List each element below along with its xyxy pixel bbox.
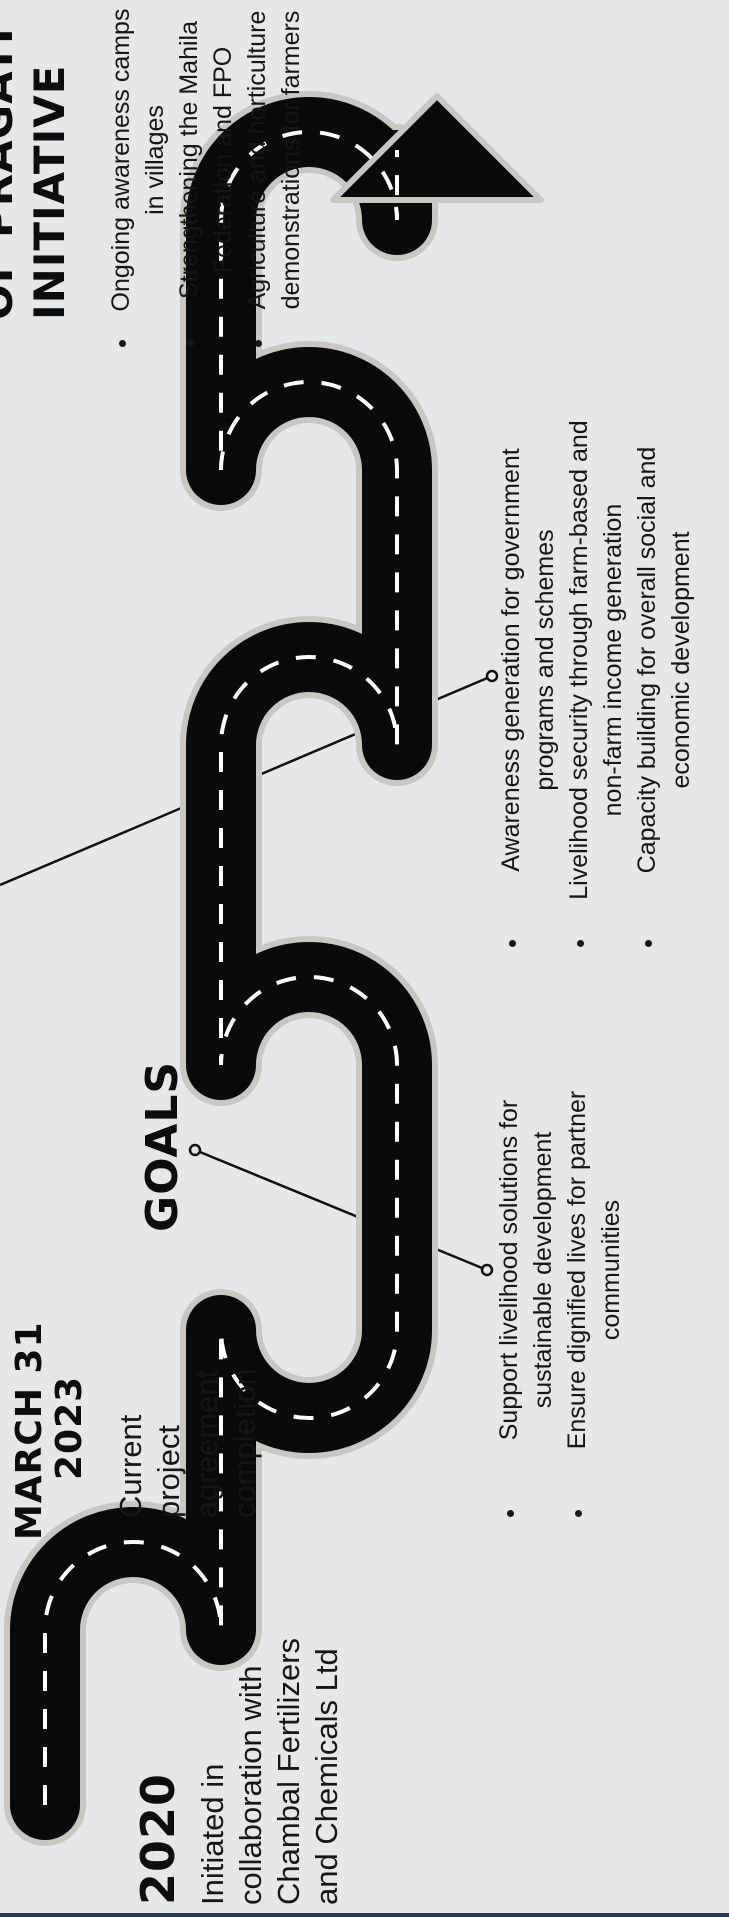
milestone-march-title-1: MARCH 31 xyxy=(10,1300,50,1540)
bottom-accent-bar xyxy=(0,1913,729,1917)
initiative-title-2: INITIATIVE xyxy=(24,0,76,320)
goals-callout-dot-1 xyxy=(190,1145,200,1155)
initiative-bullets-list: Ongoing awareness camps in villages Stre… xyxy=(104,0,308,360)
initiative-bullets: Ongoing awareness camps in villages Stre… xyxy=(104,0,308,360)
goals-callout-line-1 xyxy=(195,1150,487,1270)
goals-bullet-a-2: Ensure dignified lives for partner commu… xyxy=(560,1050,628,1496)
goals-bullets-a: Support livelihood solutions for sustain… xyxy=(492,1050,628,1530)
milestone-march-2023: MARCH 31 2023 Current project agreement … xyxy=(10,1300,264,1540)
goals-bullets-b: Awareness generation for government prog… xyxy=(494,400,698,960)
goals-bullet-b-1: Awareness generation for government prog… xyxy=(494,400,562,926)
goals-title: GOALS xyxy=(138,1061,188,1232)
milestone-march-description: Current project agreement completion xyxy=(112,1318,264,1518)
milestone-2020-year: 2020 xyxy=(132,1575,184,1905)
initiative-bullet-3: Agriculture and horticulture demonstrati… xyxy=(240,0,308,326)
milestone-2020-description: Initiated in collaboration with Chambal … xyxy=(194,1605,346,1905)
milestone-march-title-2: 2023 xyxy=(50,1300,90,1540)
goals-bullet-b-2: Livelihood security through farm-based a… xyxy=(562,400,630,926)
goals-bullets-a-list: Support livelihood solutions for sustain… xyxy=(492,1050,628,1530)
goals-bullets-b-list: Awareness generation for government prog… xyxy=(494,400,698,960)
goals-callout-dot-2 xyxy=(482,1265,492,1275)
goals-bullet-a-1: Support livelihood solutions for sustain… xyxy=(492,1050,560,1496)
initiative-heading: OF PRAGATI INITIATIVE xyxy=(0,0,76,320)
initiative-bullet-1: Ongoing awareness camps in villages xyxy=(104,0,172,326)
initiative-bullet-2: Strengthening the Mahila Federation and … xyxy=(172,0,240,326)
goals-bullet-b-3: Capacity building for overall social and… xyxy=(630,400,698,926)
road-surface xyxy=(45,132,397,1805)
milestone-2020: 2020 Initiated in collaboration with Cha… xyxy=(132,1575,346,1905)
initiative-title-1: OF PRAGATI xyxy=(0,0,24,320)
